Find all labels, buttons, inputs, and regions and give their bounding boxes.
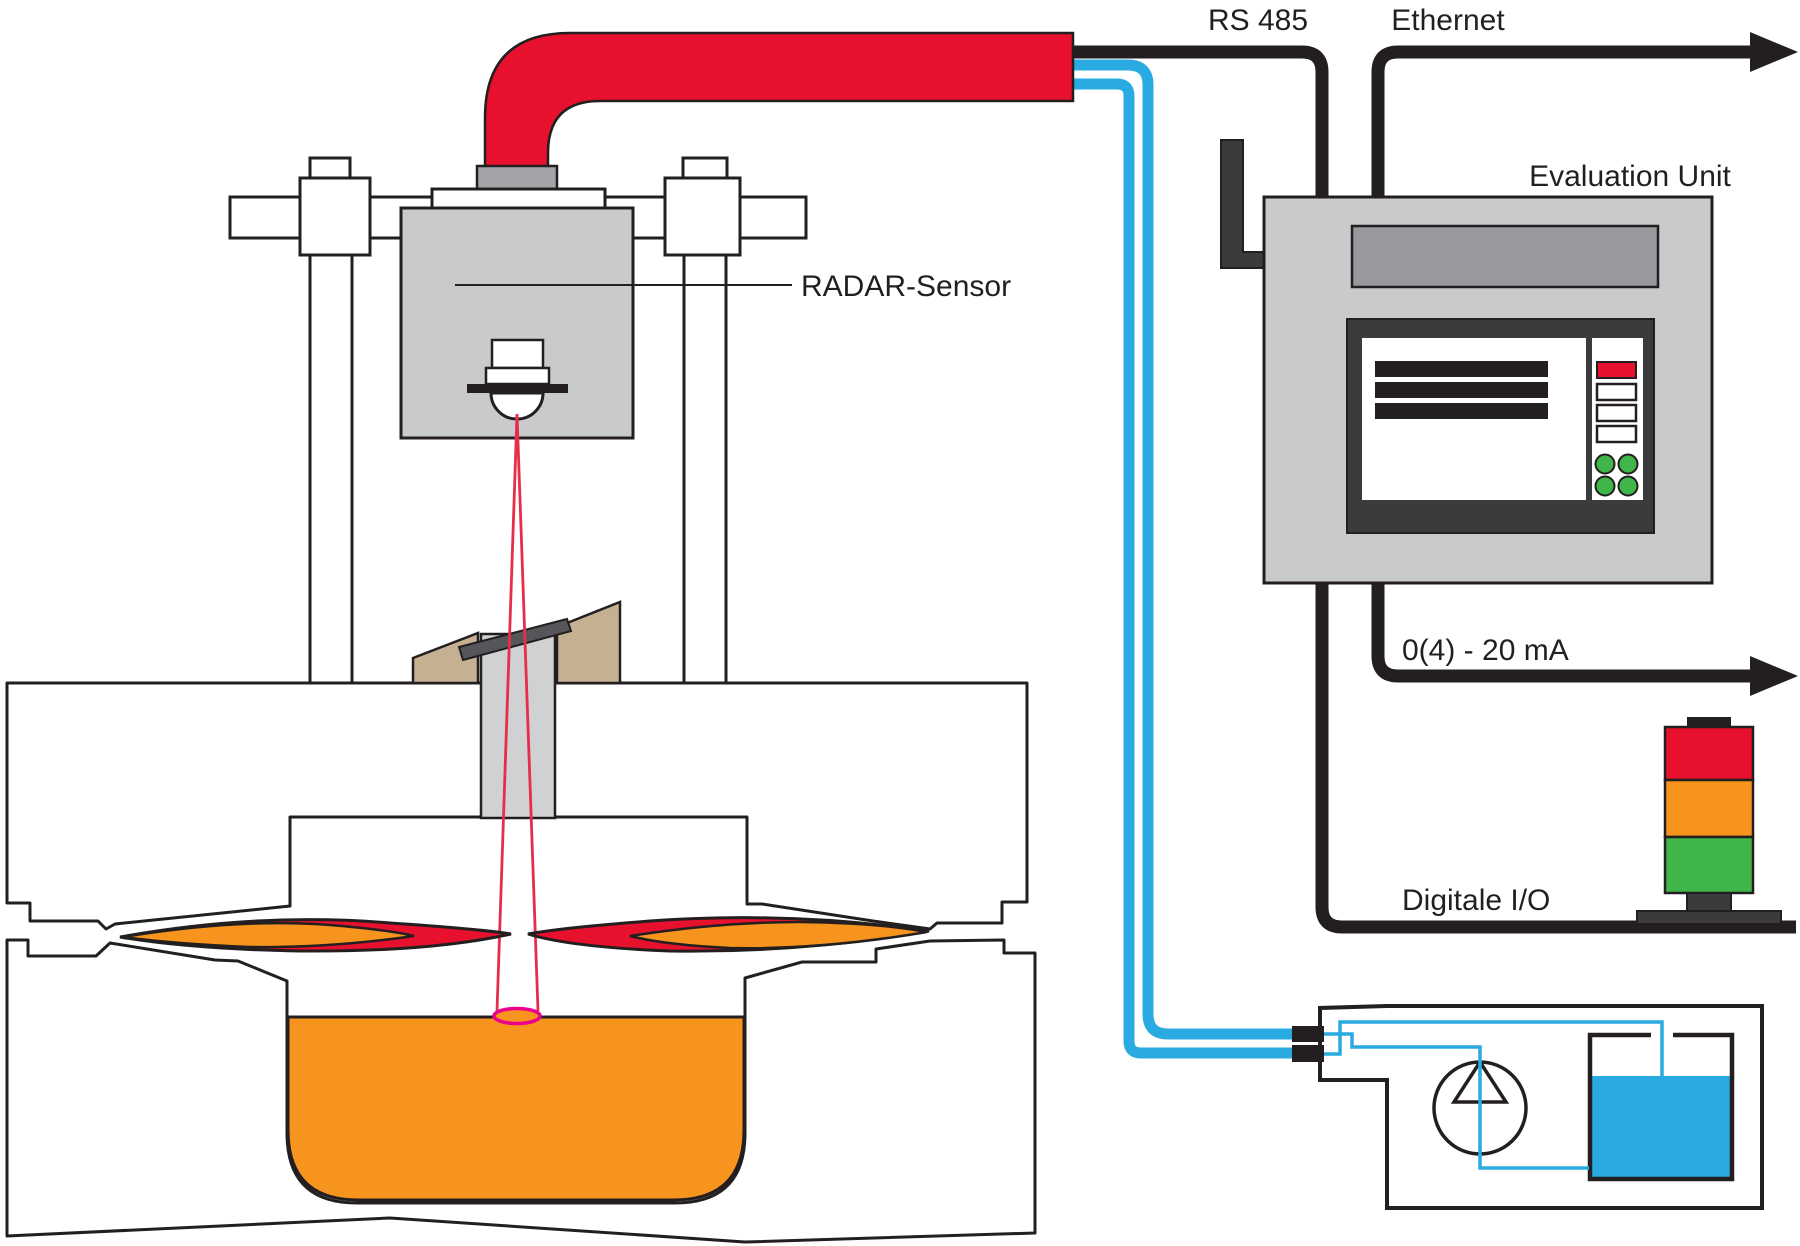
radar-beam-right-edge	[515, 413, 540, 1012]
waveguide-pipe	[483, 31, 1075, 187]
antenna-bracket	[1220, 139, 1265, 269]
cooling-pipes	[1073, 59, 1293, 1059]
analog-output-arrowhead	[1750, 656, 1798, 696]
screen-text-bar-1	[1375, 361, 1548, 377]
rs485-line	[1073, 45, 1329, 197]
internal-line-pump	[1324, 1032, 1589, 1170]
pipe-connector-lower	[1292, 1045, 1324, 1062]
horn-dome	[489, 391, 545, 421]
left-support-post	[308, 253, 354, 685]
signal-lines	[1073, 45, 1796, 934]
ethernet-arrowhead	[1750, 32, 1798, 72]
analog-output-line	[1371, 583, 1752, 683]
furnace-cross-section	[5, 156, 1037, 1244]
rs485-label: RS 485	[1208, 4, 1308, 37]
right-bracket-block	[663, 176, 742, 257]
horn-neck	[490, 338, 545, 370]
screen-text-bar-3	[1375, 403, 1548, 419]
cooling-unit	[1292, 1004, 1764, 1210]
panel-red-button	[1596, 361, 1637, 379]
internal-line-tank	[1324, 1020, 1664, 1077]
screen-text-bar-2	[1375, 382, 1548, 398]
cooling-pipe-return	[1073, 78, 1293, 1059]
signal-tower-red	[1663, 725, 1755, 782]
panel-button-1	[1595, 382, 1638, 402]
tank-water	[1592, 1076, 1730, 1177]
sensor-top-plate	[430, 187, 607, 210]
right-support-post	[682, 253, 728, 685]
right-flame-inner	[629, 920, 928, 950]
signal-tower-base	[1636, 910, 1782, 925]
right-bracket-cap	[681, 156, 729, 180]
left-flame-inner	[122, 921, 415, 949]
measurement-shaft	[479, 632, 557, 820]
horn-flange	[484, 366, 551, 386]
melt-bath-group	[119, 413, 930, 1202]
signal-tower	[1636, 717, 1782, 925]
left-bracket-block	[298, 176, 372, 257]
signal-tower-green	[1663, 835, 1755, 895]
evaluation-unit-label: Evaluation Unit	[1529, 160, 1731, 193]
evaluation-unit	[1220, 139, 1714, 585]
right-clamp-wedge	[555, 600, 622, 685]
digital-io-label: Digitale I/O	[1402, 884, 1550, 917]
evaluation-unit-top-bar	[1350, 224, 1660, 289]
panel-led-3	[1594, 475, 1616, 497]
panel-led-1	[1594, 453, 1616, 475]
analog-output-label: 0(4) - 20 mA	[1402, 634, 1569, 667]
signal-tower-orange	[1663, 778, 1755, 839]
ethernet-label: Ethernet	[1391, 4, 1505, 37]
signal-tower-stem	[1686, 892, 1732, 913]
panel-button-3	[1595, 424, 1638, 444]
signal-tower-top-tab	[1687, 717, 1731, 727]
panel-led-2	[1617, 453, 1639, 475]
horn-mount-bar	[467, 384, 568, 393]
left-bracket-cap	[308, 156, 352, 180]
digital-io-line	[1315, 583, 1796, 934]
pipe-collar	[475, 164, 559, 192]
ethernet-line	[1371, 45, 1752, 197]
panel-button-2	[1595, 403, 1638, 423]
radar-sensor-assembly	[399, 31, 1075, 440]
radar-beam-left-edge	[495, 413, 519, 1012]
molten-metal-bath	[286, 1015, 746, 1202]
radar-sensor-label: RADAR-Sensor	[801, 270, 1011, 303]
beam-footprint-ellipse	[492, 1006, 542, 1026]
panel-led-4	[1617, 475, 1639, 497]
pipe-connector-upper	[1292, 1026, 1324, 1042]
shaft-cap-plate	[457, 617, 573, 662]
labels: RS 485 Ethernet Evaluation Unit RADAR-Se…	[801, 4, 1732, 917]
water-tank	[1587, 1032, 1735, 1182]
cooling-pipe-feed	[1073, 59, 1293, 1040]
